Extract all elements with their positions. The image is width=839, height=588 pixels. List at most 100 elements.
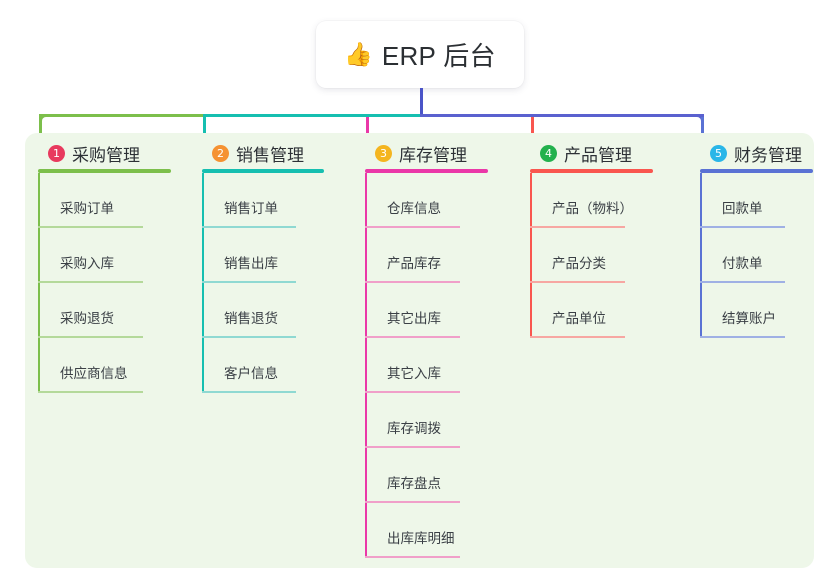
branch-item-list: 产品（物料） 产品分类产品单位 xyxy=(530,173,653,338)
branch-item-underline xyxy=(365,336,460,338)
branch-item-label: 客户信息 xyxy=(224,366,278,381)
branch-header-underline xyxy=(38,169,171,173)
root-node-card[interactable]: 👍 ERP 后台 xyxy=(316,21,524,88)
branch-item-underline xyxy=(700,336,785,338)
branch-column-3: 3 库存管理仓库信息产品库存其它出库其它入库库存调拨库存盘点出库库明细 xyxy=(365,133,488,558)
bus-segment-3 xyxy=(420,114,704,117)
branch-item[interactable]: 回款单 xyxy=(700,173,813,228)
branch-item-label: 结算账户 xyxy=(722,311,776,326)
branch-item[interactable]: 销售订单 xyxy=(202,173,324,228)
branch-item[interactable]: 采购入库 xyxy=(38,228,171,283)
branch-item[interactable]: 产品单位 xyxy=(530,283,653,338)
branch-item-label: 采购退货 xyxy=(60,311,114,326)
branch-number-badge: 1 xyxy=(48,144,65,162)
branch-title: 采购管理 xyxy=(72,145,140,165)
root-node-content: 👍 ERP 后台 xyxy=(344,36,496,73)
bus-segment-1 xyxy=(39,114,206,117)
branch-item-label: 其它出库 xyxy=(387,311,441,326)
branch-item[interactable]: 采购退货 xyxy=(38,283,171,338)
branch-item-underline xyxy=(38,226,143,228)
branch-number-badge: 5 xyxy=(710,144,727,162)
branch-number-badge: 2 xyxy=(212,144,229,162)
branch-item[interactable]: 销售出库 xyxy=(202,228,324,283)
branch-header-underline xyxy=(365,169,488,173)
branch-column-4: 4 产品管理产品（物料） 产品分类产品单位 xyxy=(530,133,653,338)
branch-item-underline xyxy=(365,281,460,283)
branch-item-list: 回款单付款单结算账户 xyxy=(700,173,813,338)
branch-item[interactable]: 销售退货 xyxy=(202,283,324,338)
branch-item[interactable]: 其它入库 xyxy=(365,338,488,393)
branch-item-label: 产品库存 xyxy=(387,256,441,271)
branch-item-underline xyxy=(530,226,625,228)
branch-item-list: 采购订单采购入库采购退货供应商信息 xyxy=(38,173,171,393)
branch-item[interactable]: 供应商信息 xyxy=(38,338,171,393)
branch-header-underline xyxy=(700,169,813,173)
branch-item[interactable]: 库存盘点 xyxy=(365,448,488,503)
branch-item[interactable]: 产品库存 xyxy=(365,228,488,283)
branch-item-underline xyxy=(365,391,460,393)
branch-item-underline xyxy=(700,226,785,228)
branch-item-label: 回款单 xyxy=(722,201,763,216)
branch-item-label: 出库库明细 xyxy=(387,531,455,546)
branch-header-5[interactable]: 5 财务管理 xyxy=(700,133,813,173)
branch-number-badge: 3 xyxy=(375,144,392,162)
branch-item[interactable]: 仓库信息 xyxy=(365,173,488,228)
branch-spine xyxy=(530,173,532,338)
branch-item-label: 产品（物料） xyxy=(552,201,633,216)
branch-item-label: 销售退货 xyxy=(224,311,278,326)
branch-item-underline xyxy=(38,391,143,393)
branch-item-label: 供应商信息 xyxy=(60,366,128,381)
branch-item-label: 产品单位 xyxy=(552,311,606,326)
branch-header-underline xyxy=(202,169,324,173)
branch-item[interactable]: 库存调拨 xyxy=(365,393,488,448)
branch-item-underline xyxy=(365,556,460,558)
branches-panel: 1 采购管理采购订单采购入库采购退货供应商信息 2 销售管理销售订单销售出库销售退货客… xyxy=(25,133,814,568)
root-node-title: ERP 后台 xyxy=(381,41,496,71)
thumbs-up-icon: 👍 xyxy=(344,41,373,67)
branch-item-underline xyxy=(38,336,143,338)
branch-item-underline xyxy=(202,226,296,228)
branch-item-underline xyxy=(365,446,460,448)
branch-item[interactable]: 客户信息 xyxy=(202,338,324,393)
branch-item-label: 销售订单 xyxy=(224,201,278,216)
branch-item-list: 仓库信息产品库存其它出库其它入库库存调拨库存盘点出库库明细 xyxy=(365,173,488,558)
branch-header-1[interactable]: 1 采购管理 xyxy=(38,133,171,173)
branch-item-underline xyxy=(530,336,625,338)
branch-title: 销售管理 xyxy=(236,145,304,165)
branch-item-list: 销售订单销售出库销售退货客户信息 xyxy=(202,173,324,393)
branch-item-label: 库存调拨 xyxy=(387,421,441,436)
branch-item[interactable]: 采购订单 xyxy=(38,173,171,228)
branch-item-label: 销售出库 xyxy=(224,256,278,271)
branch-header-2[interactable]: 2 销售管理 xyxy=(202,133,324,173)
branch-header-3[interactable]: 3 库存管理 xyxy=(365,133,488,173)
branch-title: 产品管理 xyxy=(564,145,632,165)
branch-item-underline xyxy=(202,281,296,283)
branch-title: 财务管理 xyxy=(734,145,802,165)
branch-item-label: 采购入库 xyxy=(60,256,114,271)
branch-item-underline xyxy=(202,336,296,338)
branch-header-4[interactable]: 4 产品管理 xyxy=(530,133,653,173)
bus-segment-2 xyxy=(203,114,423,117)
branch-item[interactable]: 出库库明细 xyxy=(365,503,488,558)
branch-title: 库存管理 xyxy=(399,145,467,165)
branch-item[interactable]: 结算账户 xyxy=(700,283,813,338)
root-trunk-line xyxy=(420,88,423,117)
branch-spine xyxy=(365,173,367,558)
branch-item[interactable]: 产品（物料） xyxy=(530,173,653,228)
branch-item-label: 付款单 xyxy=(722,256,763,271)
branch-number-badge: 4 xyxy=(540,144,557,162)
branch-header-underline xyxy=(530,169,653,173)
branch-item[interactable]: 付款单 xyxy=(700,228,813,283)
branch-item[interactable]: 其它出库 xyxy=(365,283,488,338)
branch-item-label: 采购订单 xyxy=(60,201,114,216)
branch-item[interactable]: 产品分类 xyxy=(530,228,653,283)
branch-item-label: 其它入库 xyxy=(387,366,441,381)
branch-item-underline xyxy=(700,281,785,283)
branch-item-label: 库存盘点 xyxy=(387,476,441,491)
branch-item-underline xyxy=(365,501,460,503)
branch-item-underline xyxy=(530,281,625,283)
branch-item-underline xyxy=(38,281,143,283)
branch-item-label: 仓库信息 xyxy=(387,201,441,216)
branch-spine xyxy=(700,173,702,338)
